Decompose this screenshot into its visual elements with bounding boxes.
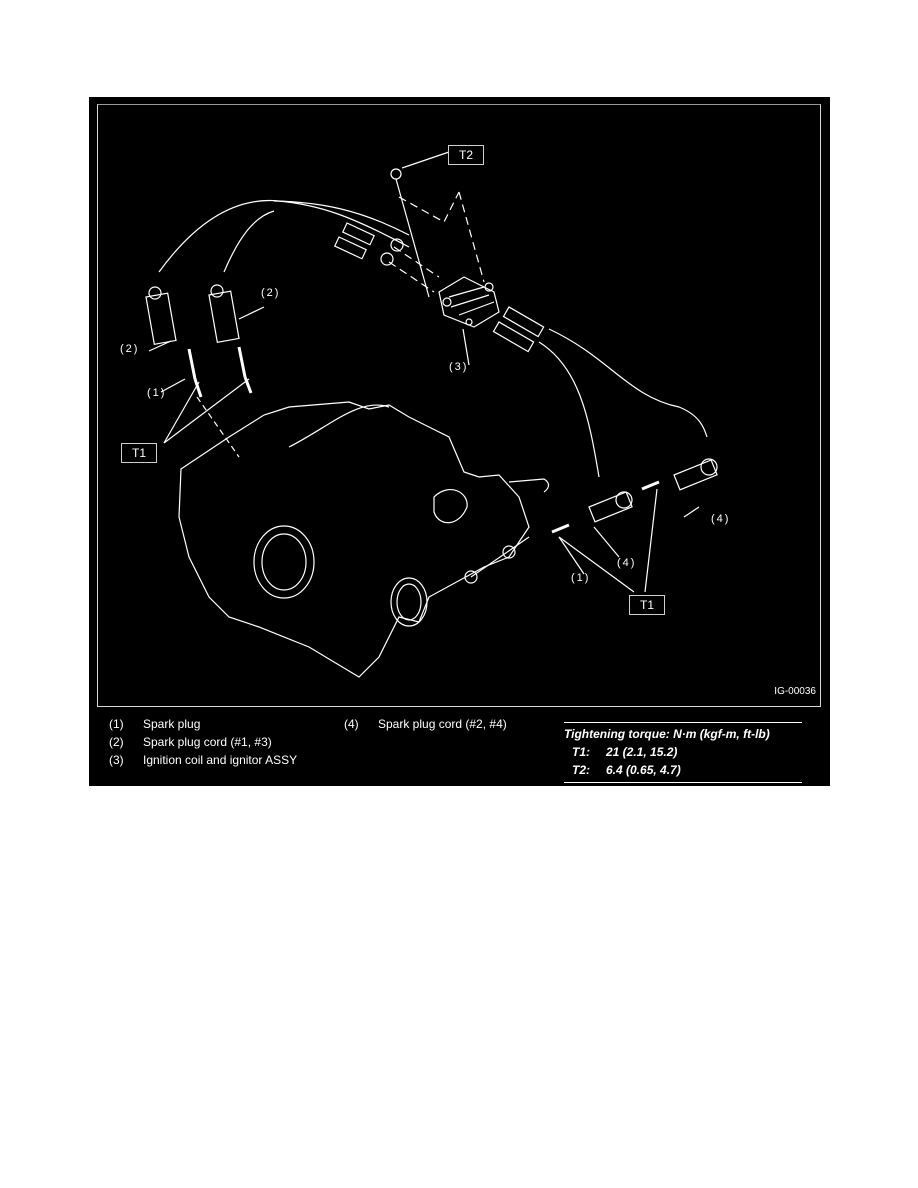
callout-cord-24-lower: (4) <box>617 557 637 569</box>
legend-right: (4)Spark plug cord (#2, #4) <box>344 715 507 733</box>
torque-box-t1-right: T1 <box>629 595 665 615</box>
torque-title: Tightening torque: N·m (kgf-m, ft-lb) <box>564 727 770 741</box>
torque-row-t1: T1:21 (2.1, 15.2) <box>572 745 678 759</box>
legend-item: (4)Spark plug cord (#2, #4) <box>344 717 507 731</box>
legend-item: (3)Ignition coil and ignitor ASSY <box>109 753 298 767</box>
torque-table: Tightening torque: N·m (kgf-m, ft-lb) T1… <box>564 722 802 783</box>
legend-left: (1)Spark plug (2)Spark plug cord (#1, #3… <box>109 715 297 769</box>
callout-spark-plug-right: (1) <box>571 572 591 584</box>
illustration-frame <box>97 104 821 707</box>
callout-cord-13-right: (2) <box>261 287 281 299</box>
callout-coil: (3) <box>449 361 469 373</box>
legend-item: (1)Spark plug <box>109 717 201 731</box>
legend-item: (2)Spark plug cord (#1, #3) <box>109 735 272 749</box>
callout-cord-13-left: (2) <box>120 343 140 355</box>
diagram-panel: (3) (2) (2) (1) (1) (4) (4) T2 T1 T1 IG-… <box>89 97 830 786</box>
callout-cord-24-upper: (4) <box>711 513 731 525</box>
torque-row-t2: T2:6.4 (0.65, 4.7) <box>572 763 681 777</box>
figure-id: IG-00036 <box>774 686 816 697</box>
torque-box-t2: T2 <box>448 145 484 165</box>
torque-box-t1-left: T1 <box>121 443 157 463</box>
engine-ignition-illustration <box>145 151 718 678</box>
callout-spark-plug-left: (1) <box>147 387 167 399</box>
